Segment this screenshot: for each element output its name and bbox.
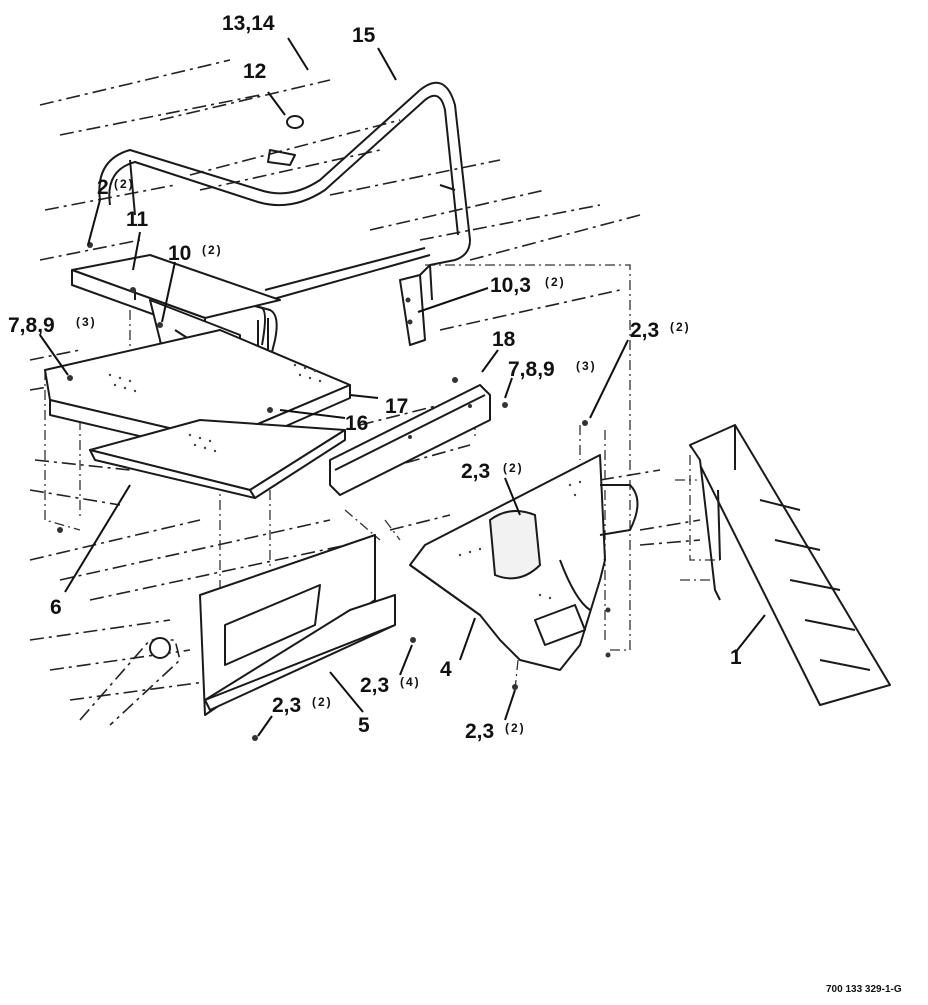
callout-10-qty: (2) [202,243,223,257]
lower-step [89,419,346,499]
callout-15: 15 [352,24,376,47]
callout-2-3-center: 2,3 [461,460,490,483]
lift-arm-phantom [79,637,181,726]
right-platform [409,454,639,671]
angle-bracket-18 [329,384,491,496]
callout-2: 2 [97,176,109,199]
callout-2-3-bottom-left-qty: (2) [312,695,333,709]
callout-5: 5 [358,714,370,737]
knob-12 [286,115,304,129]
callout-7-8-9-left: 7,8,9 [8,314,55,337]
callout-2-3-bottom-right: 2,3 [465,720,494,743]
callout-1: 1 [730,646,742,669]
callout-11: 11 [126,208,149,231]
callout-2-qty: (2) [114,177,135,191]
callout-2-3-bottom-right-qty: (2) [505,721,526,735]
callout-16: 16 [345,412,368,435]
callout-2-3-four: 2,3 [360,674,389,697]
callout-7-8-9-left-qty: (3) [76,315,97,329]
callout-2-3-center-qty: (2) [503,461,524,475]
rail-mount-bracket [399,264,433,346]
fastener-marks [57,242,611,741]
callout-18: 18 [492,328,516,351]
callout-10-3-qty: (2) [545,275,566,289]
leader-lines [39,37,766,737]
callout-4: 4 [440,658,452,681]
ladder [689,424,891,706]
handrail [98,81,471,370]
callout-7-8-9-right-qty: (3) [576,359,597,373]
callout-7-8-9-right: 7,8,9 [508,358,555,381]
callout-2-3-upper-right-qty: (2) [670,320,691,334]
callout-13-14: 13,14 [222,12,275,35]
callout-12: 12 [243,60,266,83]
callout-10: 10 [168,242,191,265]
callout-labels: 13,14 15 12 2 (2) 11 10 (2) 10,3 (2) 7,8… [8,12,902,995]
figure-number: 700 133 329-1-G [826,984,902,995]
callout-6: 6 [50,596,62,619]
callout-17: 17 [385,395,408,418]
callout-2-3-upper-right: 2,3 [630,319,659,342]
front-panel [199,534,396,716]
callout-10-3: 10,3 [490,274,531,297]
callout-2-3-four-qty: (4) [400,675,421,689]
callout-2-3-bottom-left: 2,3 [272,694,301,717]
